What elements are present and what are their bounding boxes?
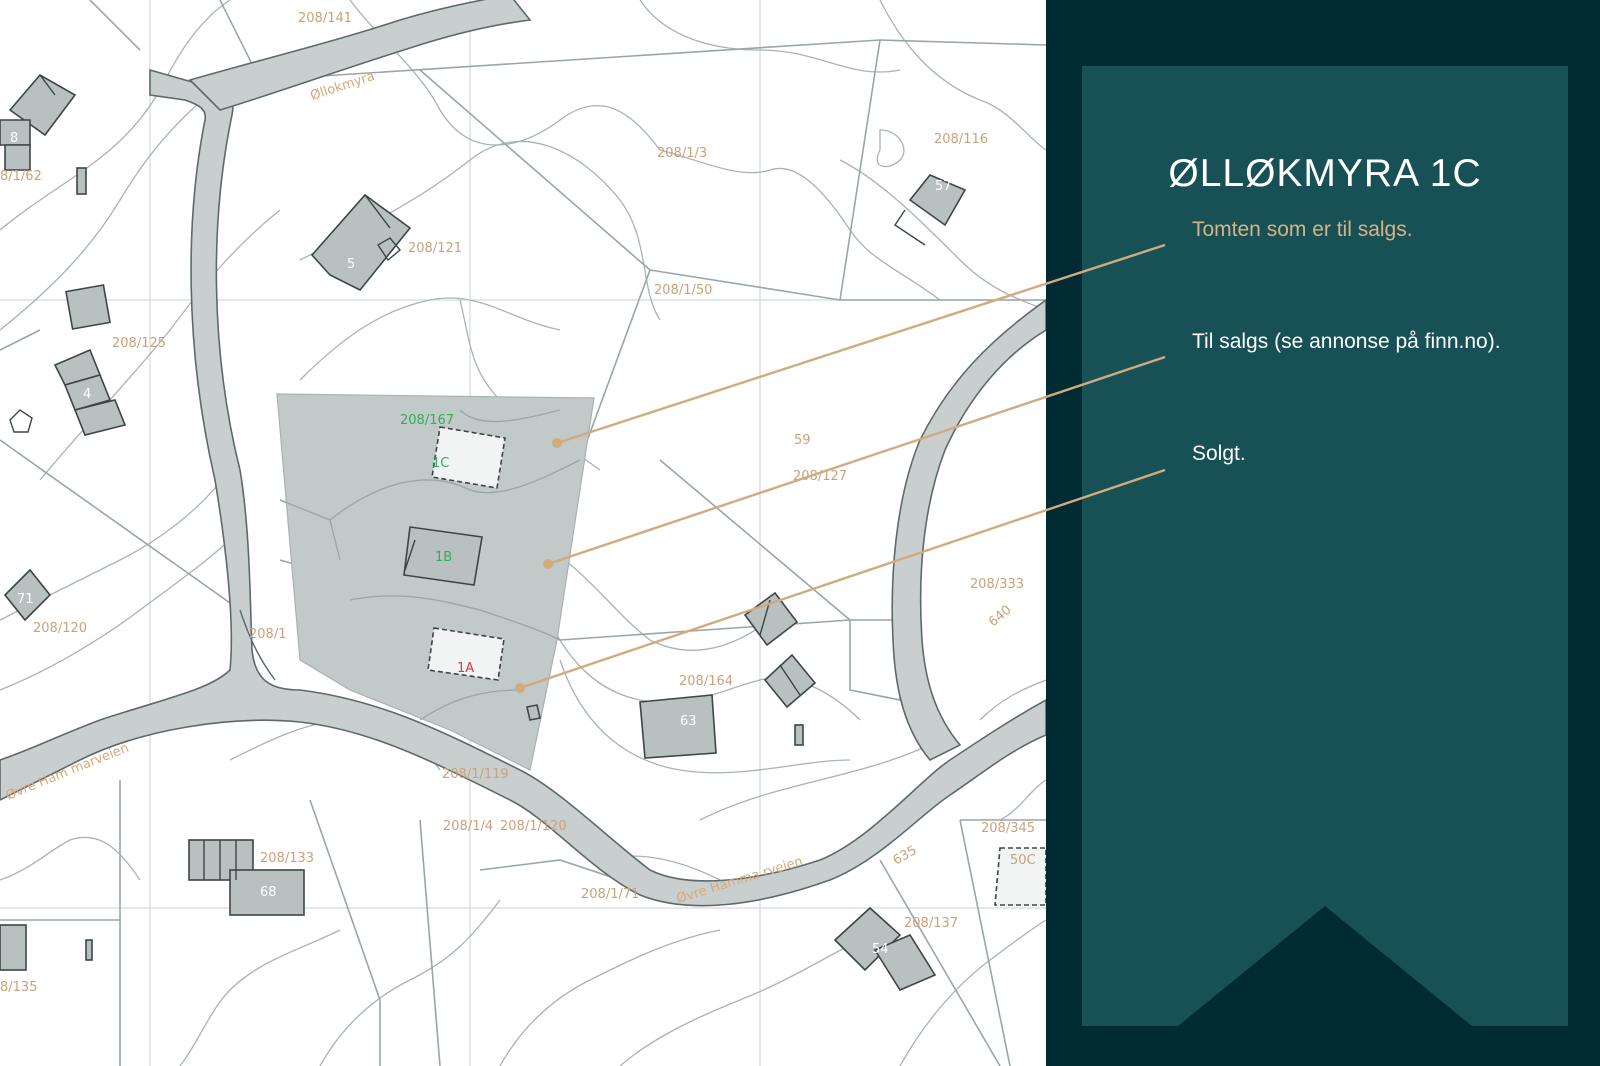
plot-label: 208/120 <box>33 621 87 636</box>
plot-label: 208/333 <box>970 577 1024 592</box>
plot-label: 208/137 <box>904 916 958 931</box>
plot-label: 208/345 <box>981 821 1035 836</box>
plot-label: 208/1/120 <box>500 819 567 834</box>
house-1c-outline <box>431 426 506 489</box>
plot-label: 208/125 <box>112 336 166 351</box>
plot-label: 208/1/71 <box>581 887 639 902</box>
page-title: ØLLØKMYRA 1C <box>1168 152 1482 195</box>
legend-item-for-sale: Til salgs (se annonse på finn.no). <box>1192 330 1501 353</box>
legend-item-plot-for-sale: Tomten som er til salgs. <box>1192 218 1413 241</box>
plot-label: 8/1/62 <box>0 169 42 184</box>
legend-item-sold: Solgt. <box>1192 442 1246 465</box>
house-number: 5 <box>347 257 355 272</box>
contour-label: 635 <box>891 843 920 868</box>
house-number: 71 <box>17 592 34 607</box>
house-number: 4 <box>83 387 91 402</box>
plot-label-for-sale: 208/167 <box>400 413 454 428</box>
lot-label-1a: 1A <box>457 661 474 676</box>
lot-label-1c: 1C <box>432 456 449 471</box>
info-panel: ØLLØKMYRA 1C Tomten som er til salgs. Ti… <box>1082 66 1568 1026</box>
house-number: 50C <box>1010 853 1036 868</box>
house-number: 57 <box>935 179 952 194</box>
map-view[interactable]: 208/141 208/1/3 208/116 208/121 208/1/50… <box>0 0 1046 1066</box>
plot-label: 208/164 <box>679 674 733 689</box>
house-1a-outline <box>427 627 505 681</box>
house-number: 54 <box>872 942 889 957</box>
panel-banner <box>1082 66 1568 1026</box>
plot-label: 208/141 <box>298 11 352 26</box>
plot-label: 208/1/50 <box>654 283 712 298</box>
planned-buildings <box>427 426 1046 906</box>
map-canvas: 208/141 208/1/3 208/116 208/121 208/1/50… <box>0 0 1046 1066</box>
lot-label-1b: 1B <box>435 550 452 565</box>
plot-label: 208/1/4 <box>443 819 493 834</box>
plot-label: 208/1 <box>249 627 286 642</box>
plot-label: 208/116 <box>934 132 988 147</box>
plot-label: 8/135 <box>0 980 37 995</box>
house-number: 68 <box>260 885 277 900</box>
house-number: 8 <box>10 131 18 146</box>
house-number: 63 <box>680 714 697 729</box>
house-number: 59 <box>794 433 811 448</box>
plot-label: 208/133 <box>260 851 314 866</box>
contour-label: 640 <box>986 603 1015 630</box>
plot-label: 208/1/119 <box>442 767 509 782</box>
plot-label: 208/121 <box>408 241 462 256</box>
plot-label: 208/1/3 <box>657 146 707 161</box>
plot-label: 208/127 <box>793 469 847 484</box>
